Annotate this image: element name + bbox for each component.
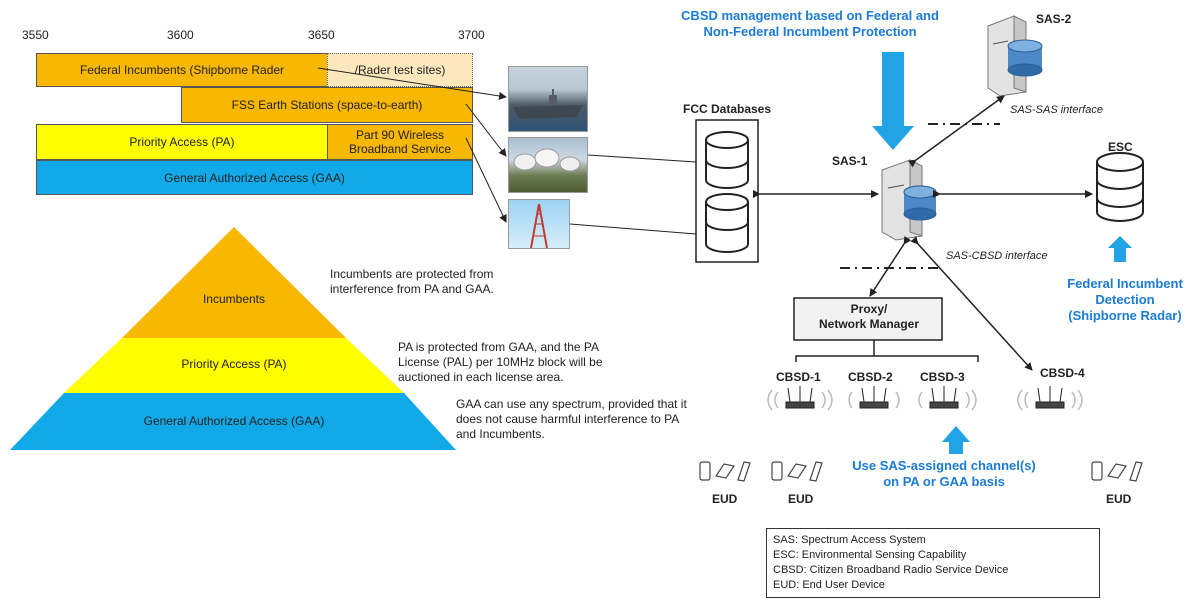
proxy-network-manager-label: Proxy/ Network Manager bbox=[796, 302, 942, 332]
band-federal-incumbents: Federal Incumbents (Shipborne Rader bbox=[36, 53, 328, 87]
eud-label-3: EUD bbox=[1106, 492, 1132, 506]
band-part90: Part 90 Wireless Broadband Service bbox=[327, 124, 473, 160]
line-tower-to-fcc bbox=[569, 223, 697, 235]
band-rader-test-sites: /Rader test sites) bbox=[327, 53, 473, 87]
fed-detect-line-3: (Shipborne Radar) bbox=[1068, 308, 1182, 323]
incumbents-desc-line-2: interference from PA and GAA. bbox=[330, 282, 494, 296]
fcc-databases-label: FCC Databases bbox=[682, 102, 772, 116]
cbsd4-router-icon bbox=[1035, 386, 1065, 409]
band-gaa-label: General Authorized Access (GAA) bbox=[164, 170, 345, 185]
wifi-waves-icon bbox=[767, 389, 1083, 411]
fed-detect-line-2: Detection bbox=[1095, 292, 1155, 307]
pyramid-gaa bbox=[10, 393, 456, 450]
cbsd1-label: CBSD-1 bbox=[776, 370, 821, 384]
sas-assigned-arrow bbox=[942, 426, 970, 454]
cbsd-management-line-1: CBSD management based on Federal and bbox=[681, 8, 939, 23]
eud-devices-icon-3 bbox=[1091, 461, 1143, 482]
legend-line-sas: SAS: Spectrum Access System bbox=[773, 534, 926, 546]
freq-label-3650: 3650 bbox=[308, 28, 335, 42]
band-priority-access: Priority Access (PA) bbox=[36, 124, 328, 160]
cbsd2-router-icon bbox=[859, 386, 889, 409]
pyramid-label-incumbents: Incumbents bbox=[202, 292, 266, 306]
cbsd3-label: CBSD-3 bbox=[920, 370, 965, 384]
pyramid-pa bbox=[64, 338, 404, 393]
satellite-dish-icon bbox=[513, 148, 581, 172]
antenna-tower-icon bbox=[530, 203, 548, 248]
legend-line-esc: ESC: Environmental Sensing Capability bbox=[773, 549, 967, 561]
gaa-desc-line-2: does not cause harmful interference to P… bbox=[456, 412, 680, 426]
legend-line-cbsd: CBSD: Citizen Broadband Radio Service De… bbox=[773, 564, 1009, 576]
pa-desc-line-1: PA is protected from GAA, and the PA bbox=[398, 340, 599, 354]
sas-sas-interface-label: SAS-SAS interface bbox=[1010, 104, 1103, 116]
sas1-server-icon bbox=[881, 159, 937, 241]
sas1-label: SAS-1 bbox=[832, 154, 868, 168]
incumbents-desc-line-1: Incumbents are protected from bbox=[330, 267, 494, 281]
incumbents-description: Incumbents are protected from interferen… bbox=[330, 267, 494, 297]
federal-incumbent-detection-label: Federal Incumbent Detection (Shipborne R… bbox=[1060, 276, 1190, 324]
fed-detect-line-1: Federal Incumbent bbox=[1067, 276, 1183, 291]
abbreviation-legend: SAS: Spectrum Access System ESC: Environ… bbox=[766, 528, 1100, 598]
cell-tower-image bbox=[508, 199, 570, 249]
use-sas-line-2: on PA or GAA basis bbox=[883, 474, 1005, 489]
pa-desc-line-3: auctioned in each license area. bbox=[398, 370, 564, 384]
cbsd-management-line-2: Non-Federal Incumbent Protection bbox=[703, 24, 917, 39]
sas2-label: SAS-2 bbox=[1036, 12, 1072, 26]
esc-database-icon bbox=[1096, 152, 1144, 222]
fcc-database-icon-bottom bbox=[705, 193, 749, 253]
cbsd-management-heading: CBSD management based on Federal and Non… bbox=[640, 8, 980, 40]
sas-cbsd-interface-label: SAS-CBSD interface bbox=[946, 250, 1048, 262]
band-fss-earth-stations: FSS Earth Stations (space-to-earth) bbox=[181, 87, 473, 123]
eud-label-1: EUD bbox=[712, 492, 738, 506]
aircraft-carrier-image bbox=[508, 66, 588, 132]
band-pa-label: Priority Access (PA) bbox=[129, 135, 235, 149]
pyramid-label-gaa: General Authorized Access (GAA) bbox=[143, 414, 325, 428]
proxy-bracket bbox=[795, 340, 979, 362]
eud-devices-icon-1 bbox=[699, 461, 751, 482]
band-part90-label-2: Broadband Service bbox=[348, 142, 452, 156]
cbsd1-router-icon bbox=[785, 386, 815, 409]
proxy-label-line-2: Network Manager bbox=[818, 317, 920, 331]
line-dishes-to-fcc bbox=[587, 154, 697, 163]
link-sas1-cbsd4 bbox=[910, 236, 1033, 371]
esc-detection-arrow bbox=[1108, 236, 1132, 262]
cbsd3-router-icon bbox=[929, 386, 959, 409]
eud-devices-icon-2 bbox=[771, 461, 823, 482]
gaa-description: GAA can use any spectrum, provided that … bbox=[456, 397, 687, 442]
satellite-dishes-image bbox=[508, 137, 588, 193]
arrow-federal-to-carrier bbox=[317, 67, 507, 100]
pyramid-label-pa: Priority Access (PA) bbox=[181, 357, 287, 371]
freq-label-3550: 3550 bbox=[22, 28, 49, 42]
pa-desc-line-2: License (PAL) per 10MHz block will be bbox=[398, 355, 603, 369]
link-sas1-sas2 bbox=[907, 95, 1005, 168]
use-sas-assigned-label: Use SAS-assigned channel(s) on PA or GAA… bbox=[836, 458, 1052, 490]
band-rader-test-label: /Rader test sites) bbox=[354, 63, 446, 77]
gaa-desc-line-1: GAA can use any spectrum, provided that … bbox=[456, 397, 687, 411]
freq-label-3600: 3600 bbox=[167, 28, 194, 42]
cbsd4-label: CBSD-4 bbox=[1040, 366, 1085, 380]
cbsd-management-arrow bbox=[872, 52, 914, 150]
gaa-desc-line-3: and Incumbents. bbox=[456, 427, 545, 441]
pyramid-incumbents bbox=[122, 227, 346, 338]
band-part90-label-1: Part 90 Wireless bbox=[355, 128, 445, 142]
band-federal-label: Federal Incumbents (Shipborne Rader bbox=[79, 63, 285, 77]
cbsd2-label: CBSD-2 bbox=[848, 370, 893, 384]
pa-description: PA is protected from GAA, and the PA Lic… bbox=[398, 340, 603, 385]
fcc-database-icon-top bbox=[705, 131, 749, 189]
esc-label: ESC bbox=[1108, 140, 1133, 154]
eud-label-2: EUD bbox=[788, 492, 814, 506]
link-sas1-proxy bbox=[869, 235, 912, 297]
band-fss-label: FSS Earth Stations (space-to-earth) bbox=[231, 98, 423, 112]
legend-line-eud: EUD: End User Device bbox=[773, 579, 885, 591]
sas2-server-icon bbox=[987, 15, 1043, 97]
carrier-ship-icon bbox=[513, 89, 583, 119]
arrow-part90-to-tower bbox=[465, 137, 507, 223]
proxy-label-line-1: Proxy/ bbox=[850, 302, 888, 316]
use-sas-line-1: Use SAS-assigned channel(s) bbox=[852, 458, 1036, 473]
arrow-fss-to-dishes bbox=[465, 103, 507, 157]
proxy-box bbox=[793, 297, 943, 341]
band-gaa: General Authorized Access (GAA) bbox=[36, 160, 473, 195]
freq-label-3700: 3700 bbox=[458, 28, 485, 42]
